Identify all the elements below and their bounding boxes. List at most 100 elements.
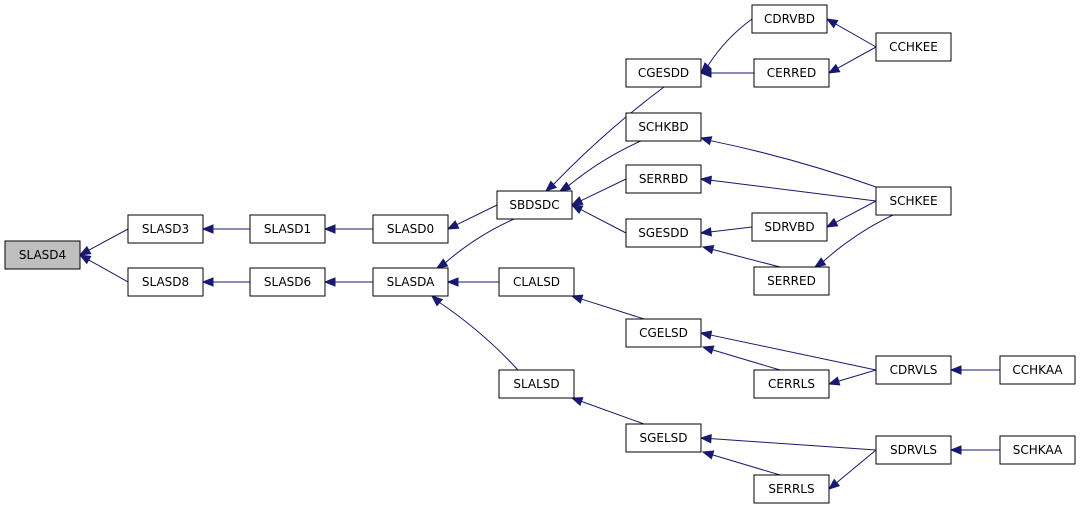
- node-label: SLASD3: [142, 222, 189, 236]
- node-box[interactable]: [372, 267, 449, 297]
- edge-line: [707, 18, 753, 67]
- node-slasda[interactable]: SLASDA: [372, 267, 449, 297]
- node-cchkaa[interactable]: CCHKAA: [999, 355, 1076, 385]
- arrowhead-icon: [699, 433, 712, 444]
- node-cerred[interactable]: CERRED: [753, 58, 830, 88]
- node-label: CLALSD: [513, 275, 560, 289]
- node-sdrvbd[interactable]: SDRVBD: [751, 212, 828, 242]
- node-box[interactable]: [127, 214, 204, 244]
- edge-line: [710, 334, 877, 371]
- node-box[interactable]: [625, 318, 702, 348]
- node-cdrvbd[interactable]: CDRVBD: [751, 4, 828, 34]
- node-box[interactable]: [4, 240, 81, 270]
- node-box[interactable]: [753, 369, 830, 399]
- node-box[interactable]: [875, 32, 952, 62]
- node-serrls[interactable]: SERRLS: [753, 474, 830, 504]
- node-box[interactable]: [753, 58, 830, 88]
- node-box[interactable]: [625, 164, 702, 194]
- arrowhead-icon: [701, 245, 715, 255]
- arrowhead-icon: [699, 136, 713, 146]
- edge-sdrvls-to-sgelsd: [699, 433, 877, 451]
- arrowhead-icon: [201, 224, 214, 234]
- node-box[interactable]: [625, 58, 702, 88]
- node-box[interactable]: [498, 267, 575, 297]
- node-box[interactable]: [625, 423, 702, 453]
- node-box[interactable]: [127, 267, 204, 297]
- arrowhead-icon: [430, 295, 444, 307]
- node-box[interactable]: [496, 190, 573, 220]
- node-cgelsd[interactable]: CGELSD: [625, 318, 702, 348]
- edge-cdrvls-to-cgelsd: [699, 330, 877, 371]
- node-box[interactable]: [751, 4, 828, 34]
- edge-line: [838, 369, 877, 382]
- node-label: CERRLS: [768, 377, 815, 391]
- node-slasd4[interactable]: SLASD4: [4, 240, 81, 270]
- node-box[interactable]: [625, 218, 702, 248]
- node-label: SGESDD: [638, 226, 689, 240]
- node-box[interactable]: [753, 474, 830, 504]
- node-box[interactable]: [875, 355, 952, 385]
- node-box[interactable]: [751, 212, 828, 242]
- node-serred[interactable]: SERRED: [753, 266, 830, 296]
- node-sdrvls[interactable]: SDRVLS: [875, 435, 952, 465]
- node-label: SERRED: [767, 274, 816, 288]
- node-clalsd[interactable]: CLALSD: [498, 267, 575, 297]
- node-box[interactable]: [875, 435, 952, 465]
- node-slasd0[interactable]: SLASD0: [372, 214, 449, 244]
- node-box[interactable]: [249, 267, 326, 297]
- node-slalsd[interactable]: SLALSD: [498, 369, 575, 399]
- arrowhead-icon: [699, 68, 712, 78]
- node-box[interactable]: [625, 112, 702, 142]
- node-box[interactable]: [875, 186, 952, 216]
- node-cdrvls[interactable]: CDRVLS: [875, 355, 952, 385]
- node-cgesdd[interactable]: CGESDD: [625, 58, 702, 88]
- node-label: CDRVBD: [764, 12, 815, 26]
- edge-cdrvbd-to-cgesdd: [700, 18, 753, 74]
- arrowhead-icon: [701, 450, 715, 460]
- arrowhead-icon: [544, 180, 558, 192]
- arrowhead-icon: [78, 254, 92, 265]
- edge-cgelsd-to-clalsd: [570, 294, 645, 320]
- node-cerrls[interactable]: CERRLS: [753, 369, 830, 399]
- edge-cchkee-to-cdrvbd: [825, 18, 877, 48]
- edge-slasda-to-slasd6: [323, 277, 373, 287]
- arrowhead-icon: [699, 175, 713, 186]
- arrowhead-icon: [323, 224, 336, 234]
- node-sbdsdc[interactable]: SBDSDC: [496, 190, 573, 220]
- edge-schkee-to-sdrvbd: [825, 200, 877, 228]
- node-slasd6[interactable]: SLASD6: [249, 267, 326, 297]
- edge-sgesdd-to-sbdsdc: [570, 204, 627, 234]
- node-box[interactable]: [249, 214, 326, 244]
- edge-schkee-to-serrbd: [699, 175, 877, 202]
- edge-schkaa-to-sdrvls: [949, 445, 1000, 455]
- node-box[interactable]: [498, 369, 575, 399]
- edge-line: [580, 178, 627, 202]
- node-serrbd[interactable]: SERRBD: [625, 164, 702, 194]
- edge-line: [553, 86, 665, 185]
- arrowhead-icon: [570, 204, 584, 215]
- node-slasd8[interactable]: SLASD8: [127, 267, 204, 297]
- node-sgesdd[interactable]: SGESDD: [625, 218, 702, 248]
- arrowhead-icon: [699, 227, 712, 237]
- node-cchkee[interactable]: CCHKEE: [875, 32, 952, 62]
- node-label: CERRED: [767, 66, 816, 80]
- node-box[interactable]: [372, 214, 449, 244]
- node-schkaa[interactable]: SCHKAA: [999, 435, 1076, 465]
- node-box[interactable]: [753, 266, 830, 296]
- arrowhead-icon: [825, 217, 839, 228]
- node-label: SDRVBD: [764, 220, 814, 234]
- node-schkee[interactable]: SCHKEE: [875, 186, 952, 216]
- node-box[interactable]: [999, 355, 1076, 385]
- edge-cchkaa-to-cdrvls: [949, 365, 1000, 375]
- node-label: SCHKAA: [1013, 443, 1063, 457]
- arrowhead-icon: [446, 220, 460, 230]
- edge-cerrls-to-cgelsd: [701, 345, 781, 371]
- arrowhead-icon: [323, 277, 336, 287]
- node-sgelsd[interactable]: SGELSD: [625, 423, 702, 453]
- node-schkbd[interactable]: SCHKBD: [625, 112, 702, 142]
- edge-line: [581, 298, 645, 320]
- node-slasd3[interactable]: SLASD3: [127, 214, 204, 244]
- node-box[interactable]: [999, 435, 1076, 465]
- node-slasd1[interactable]: SLASD1: [249, 214, 326, 244]
